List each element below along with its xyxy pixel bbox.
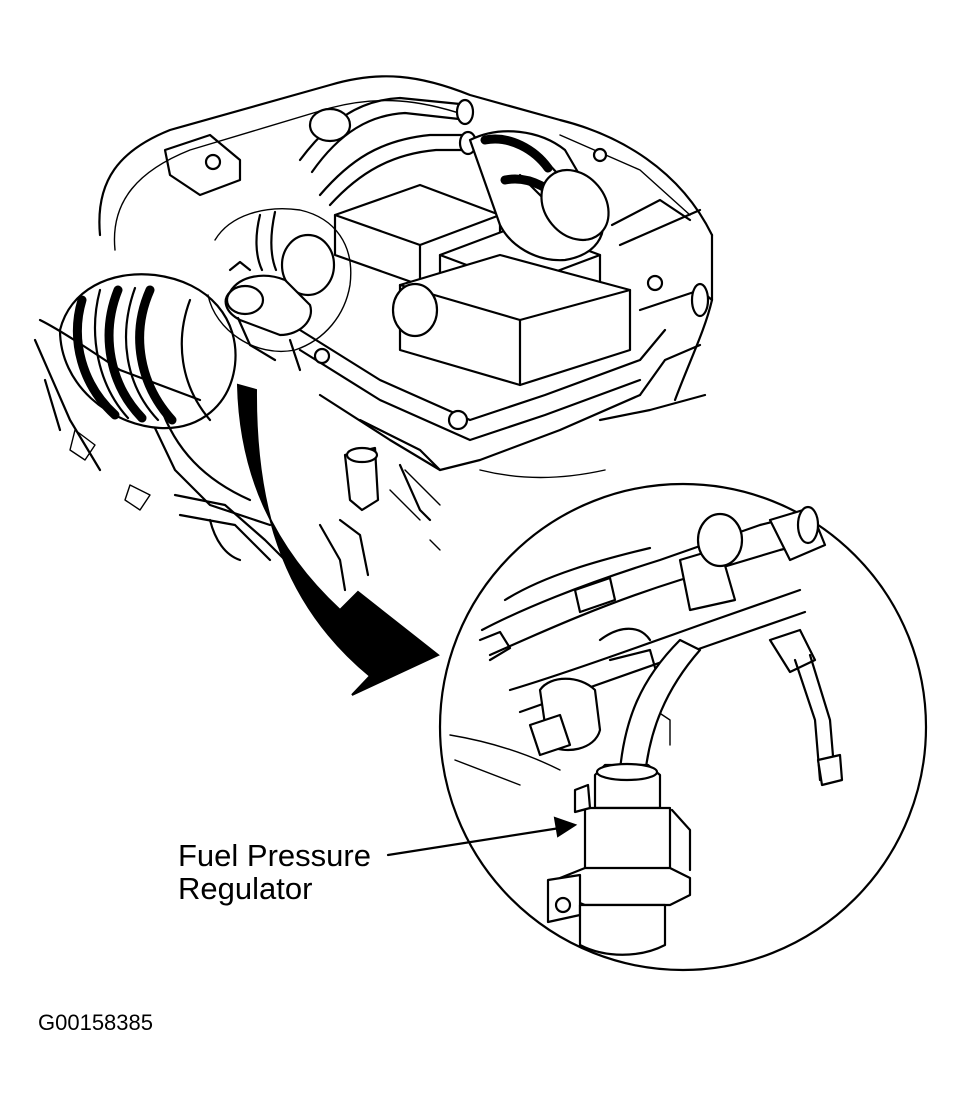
detail-zoom-inset: [438, 482, 928, 972]
callout-label-line2: Regulator: [178, 871, 312, 906]
figure-id: G00158385: [38, 1010, 153, 1035]
pointer-arrow: [236, 383, 440, 696]
callout-label-line1: Fuel Pressure: [178, 838, 371, 873]
engine-overview: [33, 75, 714, 592]
regulator-callout: [386, 816, 578, 857]
